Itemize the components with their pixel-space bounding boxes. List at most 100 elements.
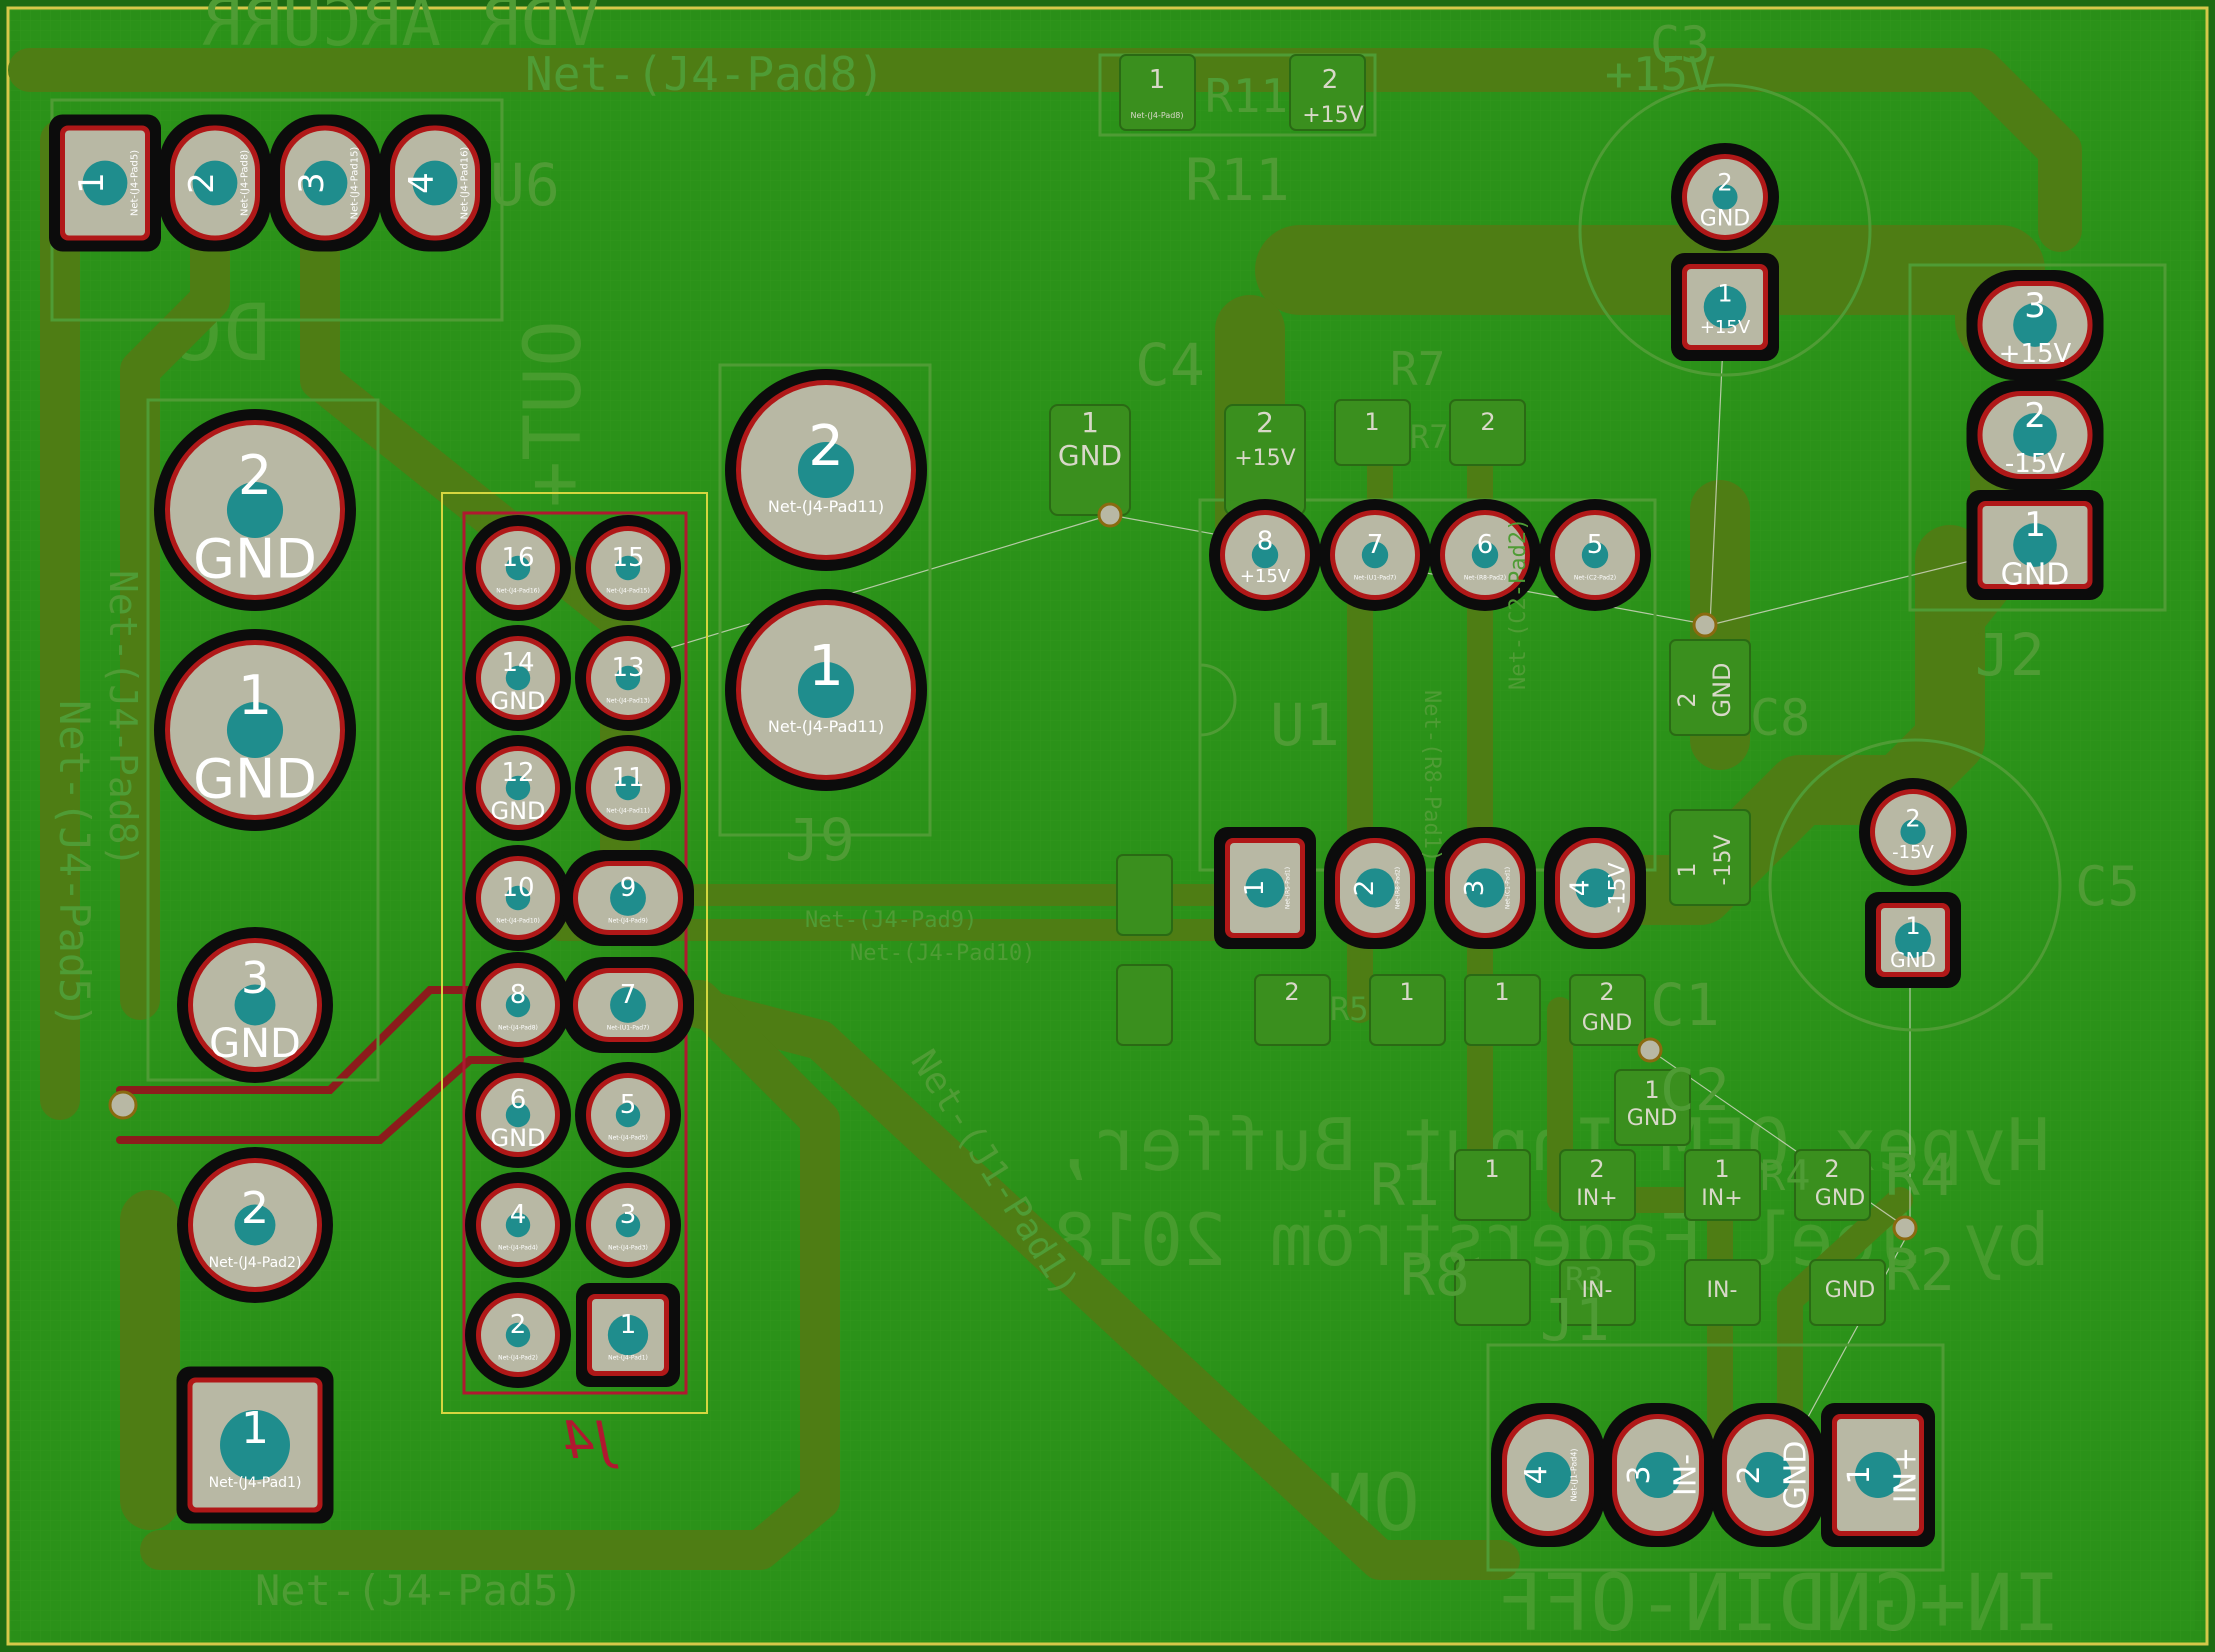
j2-pad3-labels: 3+15V <box>1999 286 2072 369</box>
c3-pad1-labels: 1+15V <box>1700 280 1751 338</box>
r4-pad2-num: 2 <box>1824 1155 1839 1183</box>
u1-pad6-net: Net-(R8-Pad2) <box>1464 574 1506 581</box>
r4-pad1 <box>1684 1149 1761 1221</box>
u1-pad5-drill <box>1581 541 1609 569</box>
j4-pad12-net: GND <box>490 797 545 825</box>
c3-pad1[interactable]: 1+15V <box>1671 253 1779 361</box>
c3-pad2-net: GND <box>1700 207 1750 232</box>
c5-pad2[interactable]: 2-15V <box>1859 778 1967 886</box>
j6-pad3-drill <box>302 160 348 206</box>
dc-pad2-drill <box>226 481 284 539</box>
u1-pad3-net: Net-(C1-Pad1) <box>1504 867 1511 909</box>
r3-pad1 <box>1116 854 1173 936</box>
u1-pad8[interactable]: 8+15V <box>1209 499 1321 611</box>
r1-pad1 <box>1454 1149 1531 1221</box>
dc-pad2-number: 2 <box>238 444 272 507</box>
j9-pad1-drill <box>797 661 855 719</box>
c5-pad1-drill <box>1895 922 1931 958</box>
label-r4-b: R4 <box>1885 1141 1955 1209</box>
r11-pad1-num: 1 <box>1149 65 1166 95</box>
u1-pad3-number: 3 <box>1460 880 1490 897</box>
label-c1: C1 <box>1650 971 1720 1039</box>
j4-pad15-net: Net-(J4-Pad15) <box>606 587 650 594</box>
j4-pad12-drill <box>505 775 531 801</box>
c5-pad2-drill <box>1900 819 1926 845</box>
out-pad2-drill <box>234 1204 276 1246</box>
label-r4: R4 <box>1760 1151 1811 1200</box>
c3-pad1-drill <box>1703 285 1747 329</box>
j6-pad2-drill <box>192 160 238 206</box>
r4-pad2-net: GND <box>1815 1186 1865 1211</box>
r11-pad2-net: +15V <box>1302 103 1363 128</box>
vias <box>108 502 1918 1241</box>
mirror-onoff-label: IN+GNDIN-OFF <box>1496 1559 2060 1649</box>
j2-pad2[interactable]: 2-15V <box>1966 380 2104 490</box>
j4-pad6-number: 6 <box>510 1085 527 1115</box>
j4-pad11-net: Net-(J4-Pad11) <box>606 807 650 814</box>
j1-pad2-number: 2 <box>1732 1465 1767 1484</box>
c3-pad2-drill <box>1712 184 1738 210</box>
j9-pad1-number: 1 <box>808 634 844 699</box>
u1-pad4[interactable]: 4-15V <box>1544 827 1646 949</box>
j2-pad3[interactable]: 3+15V <box>1966 270 2104 380</box>
j4-pad14-net: GND <box>490 687 545 715</box>
label-j1: J1 <box>1540 1286 1610 1354</box>
u1-pad8-number: 8 <box>1257 527 1274 557</box>
u1-pad3[interactable]: 3 Net-(C1-Pad1) <box>1434 827 1536 949</box>
j2-pad2-drill <box>2013 413 2057 457</box>
u1-pad4-net: -15V <box>1606 863 1631 914</box>
j4-pad4-drill <box>505 1212 531 1238</box>
label-r1: R1 <box>1370 1151 1440 1219</box>
label-net-r8-pad1: Net-(R8-Pad1) <box>1419 690 1444 862</box>
j6-pad4-number: 4 <box>402 172 442 194</box>
j2-pad1-net: GND <box>2001 558 2070 593</box>
